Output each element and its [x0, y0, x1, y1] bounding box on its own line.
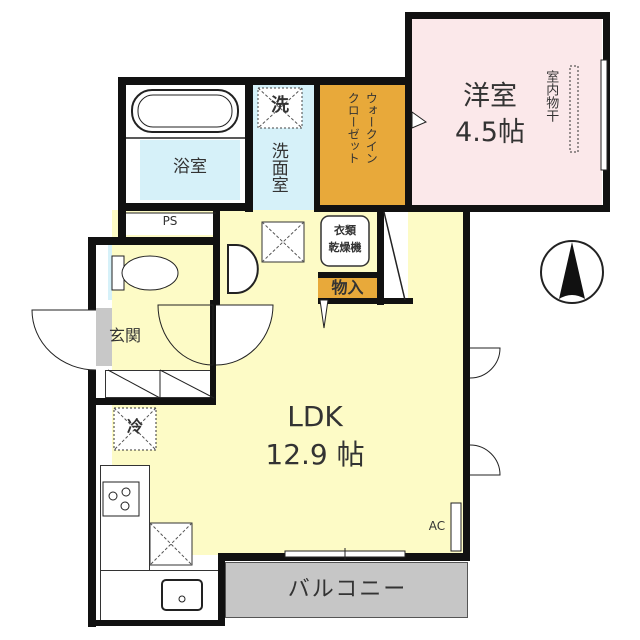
wall	[316, 205, 411, 212]
wall	[118, 203, 248, 211]
entrance-label: 玄関	[108, 326, 141, 345]
ps-label: PS	[162, 214, 178, 228]
wall	[88, 237, 216, 245]
bathroom-floor	[140, 140, 240, 200]
wall	[463, 205, 470, 560]
wall	[405, 12, 412, 212]
wall	[118, 77, 410, 85]
wall	[318, 272, 383, 278]
wall	[96, 398, 216, 405]
western-room-size: 4.5帖	[455, 117, 525, 148]
wall	[314, 77, 320, 212]
dryer-label-1: 衣類	[334, 224, 356, 237]
wall	[213, 210, 220, 310]
wall	[245, 77, 253, 212]
ac-label: AC	[428, 519, 446, 533]
washer-label: 洗	[271, 95, 289, 116]
bathroom-label: 浴室	[173, 157, 207, 177]
western-room-name: 洋室	[463, 81, 517, 112]
walk-in-closet-floor	[320, 85, 408, 205]
dryer-label-2: 乾燥機	[328, 241, 362, 254]
fridge-label: 冷	[126, 417, 143, 436]
wall	[405, 205, 610, 212]
washroom-label: 洗面室	[267, 142, 288, 193]
balcony-floor	[225, 562, 468, 618]
ldk-size: 12.9 帖	[265, 438, 365, 471]
walk-in-closet-label-2: クローゼット	[346, 92, 361, 164]
compass-north-icon	[541, 241, 603, 303]
storage-fill	[318, 278, 377, 298]
wall	[88, 237, 96, 627]
wall	[377, 210, 384, 305]
wall	[118, 77, 126, 237]
wall	[88, 620, 223, 626]
ldk-name: LDK	[287, 400, 343, 433]
ps-floor	[126, 213, 216, 235]
indoor-drying-label: 室内物干	[543, 70, 559, 122]
balcony-label: バルコニー	[287, 577, 408, 602]
wall	[218, 553, 225, 626]
storage-label: 物入	[331, 278, 364, 297]
wall	[318, 298, 413, 304]
walk-in-closet-label-1: ウォークイン	[364, 92, 379, 164]
wall	[405, 12, 610, 19]
